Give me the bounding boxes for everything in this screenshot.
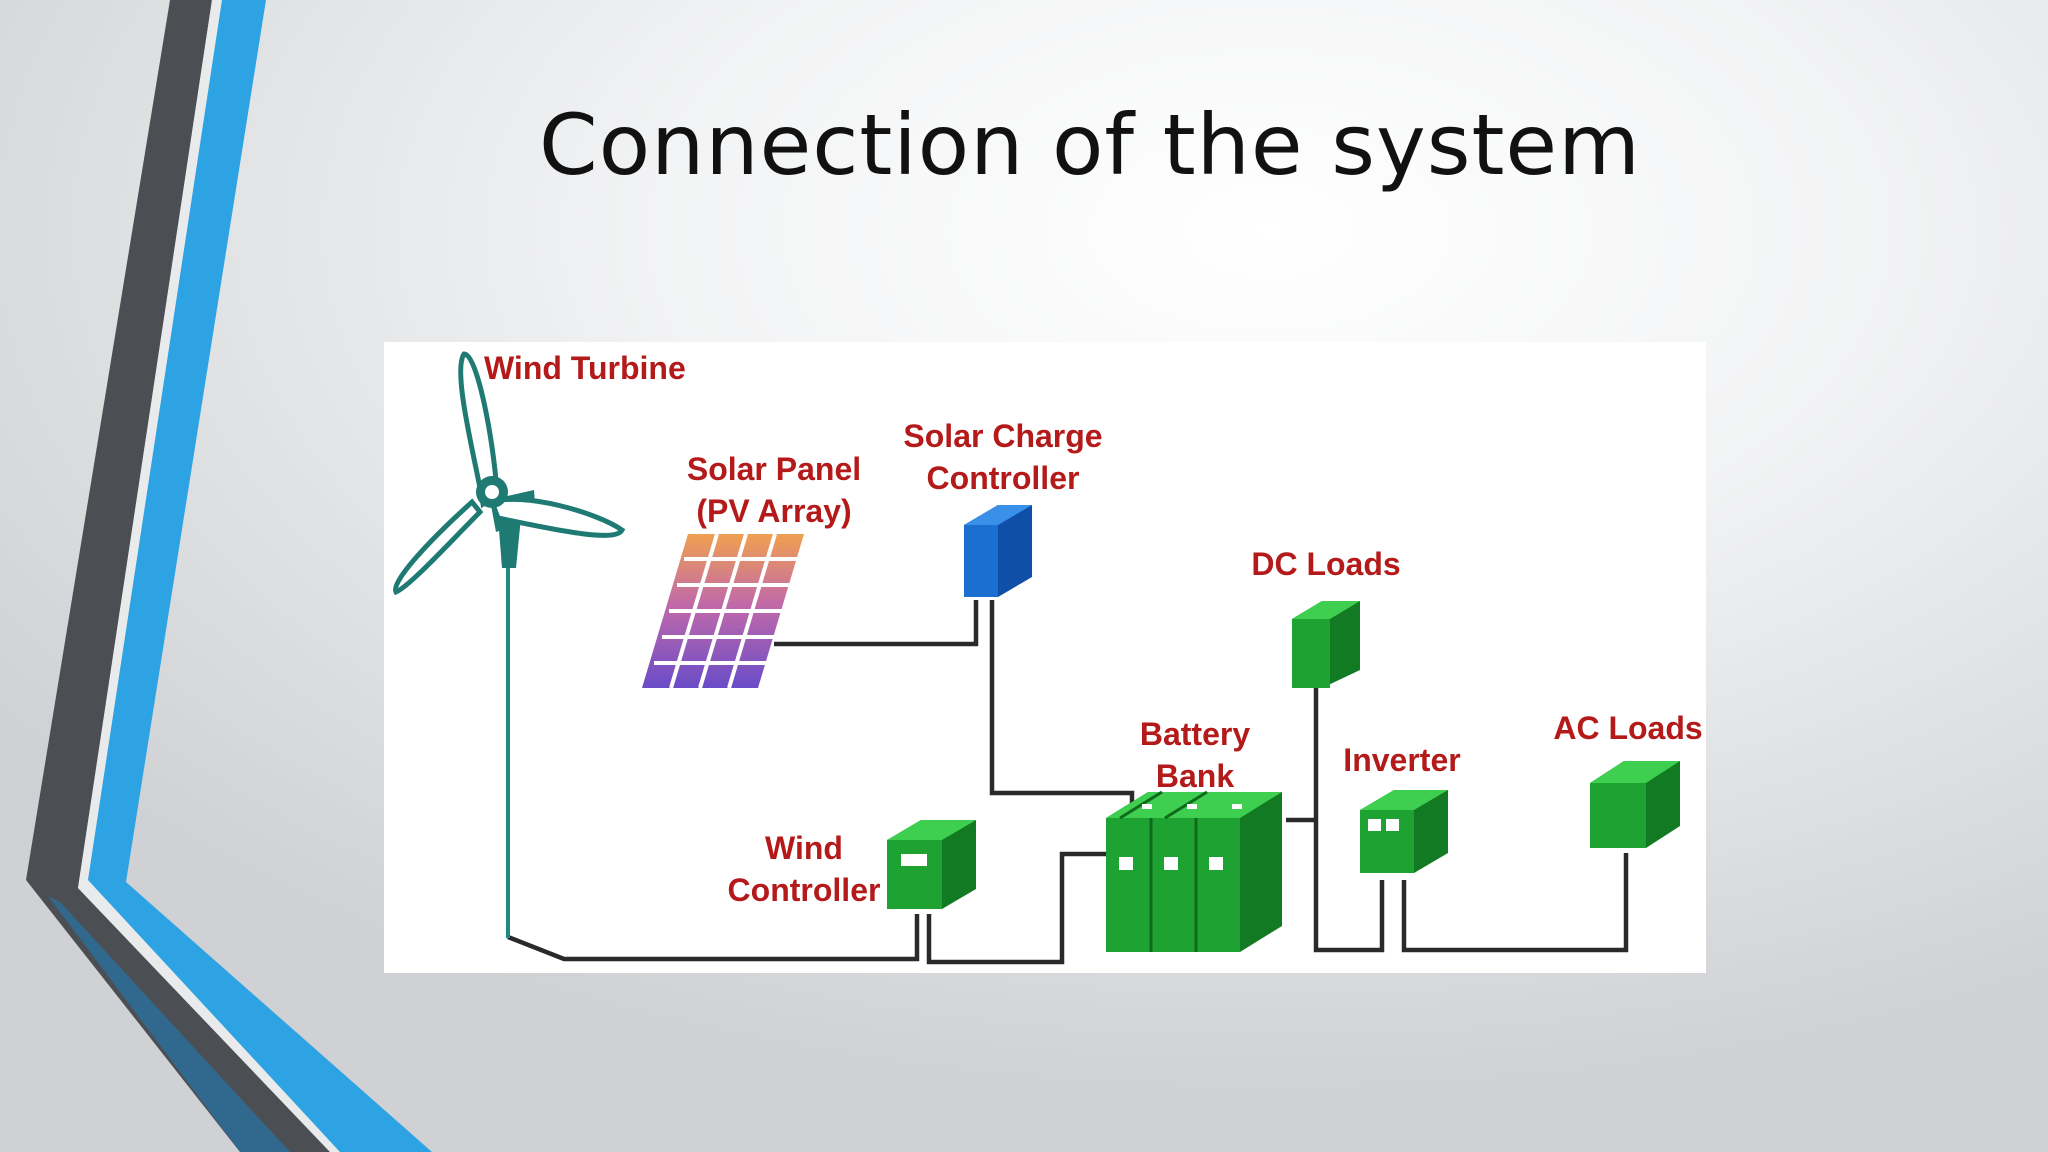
label-dc-loads: DC Loads <box>1251 546 1400 582</box>
label-wind-controller: Controller <box>728 872 881 908</box>
label-solar-charge: Solar Charge <box>903 418 1102 454</box>
label-pv-array: (PV Array) <box>696 493 851 529</box>
wire-wind-controller-to-battery <box>926 851 1106 965</box>
label-wind-turbine: Wind Turbine <box>484 350 686 386</box>
wiring <box>507 600 1629 965</box>
label-solar-panel: Solar Panel <box>687 451 861 487</box>
label-bank: Bank <box>1156 758 1234 794</box>
light-edge-strip <box>78 0 340 1152</box>
solar-panel-icon <box>642 533 804 689</box>
label-ac-loads: AC Loads <box>1553 710 1702 746</box>
ac-loads-icon <box>1590 761 1680 848</box>
charge-controller-icon <box>964 505 1032 597</box>
wind-controller-icon <box>887 820 976 909</box>
wire-charge-controller-to-battery <box>989 600 1135 810</box>
battery-bank-icon <box>1106 790 1282 952</box>
blue-accent-bar <box>88 0 432 1152</box>
wire-turbine-to-wind-controller <box>507 914 920 962</box>
blue-shadow-strip <box>48 896 290 1152</box>
label-wind: Wind <box>765 830 843 866</box>
system-diagram: Wind Turbine Solar Panel (PV Array) Sola… <box>384 342 1706 973</box>
wire-inverter-to-ac-loads <box>1401 853 1629 953</box>
slide-title: Connection of the system <box>539 96 1641 194</box>
wire-dc-bus <box>1313 687 1385 953</box>
label-inverter: Inverter <box>1343 742 1460 778</box>
diagram-labels: Wind Turbine Solar Panel (PV Array) Sola… <box>484 350 1703 908</box>
wind-turbine-icon <box>393 351 626 938</box>
dark-accent-bar <box>26 0 330 1152</box>
label-solar-charge-controller: Controller <box>927 460 1080 496</box>
wire-panel-to-charge-controller <box>774 600 979 647</box>
inverter-icon <box>1360 790 1448 873</box>
dc-loads-icon <box>1292 601 1360 688</box>
label-battery: Battery <box>1140 716 1250 752</box>
